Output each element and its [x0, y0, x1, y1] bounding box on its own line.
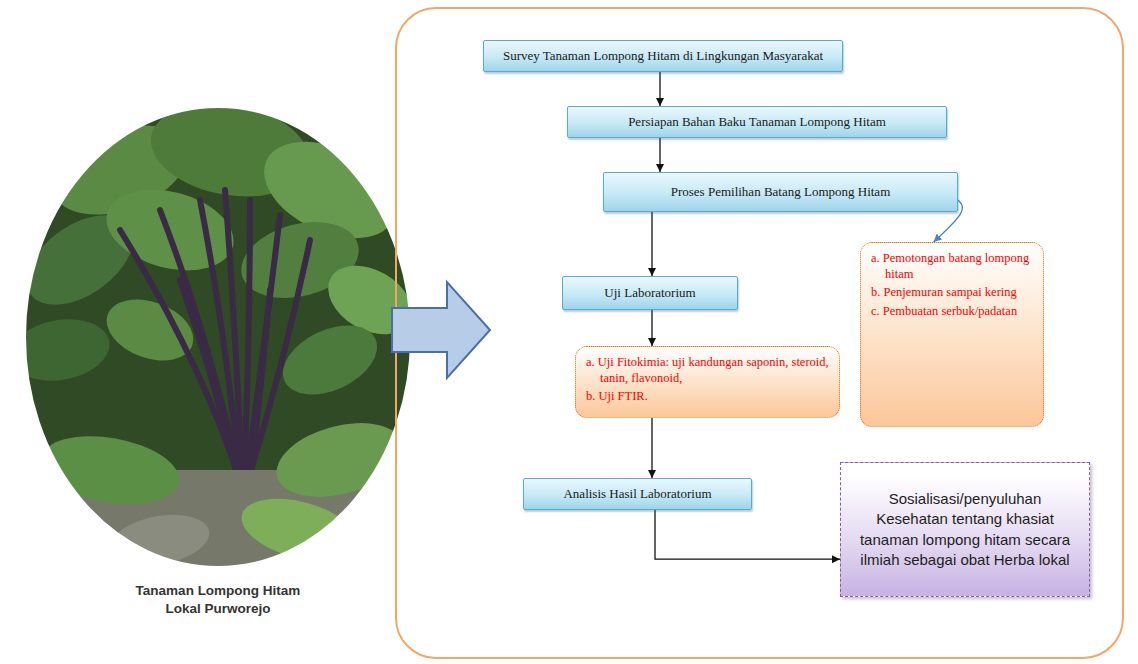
- text-group: Sosialisasi/penyuluhan Kesehatan tentang…: [855, 489, 1075, 570]
- node-text: Uji Laboratorium: [604, 285, 695, 301]
- process-box: Proses Pemilihan Batang Lompong Hitam: [603, 172, 958, 212]
- process-box: Analisis Hasil Laboratorium: [523, 478, 752, 510]
- node-text: b. Uji FTIR.: [584, 389, 829, 405]
- node-text: Sosialisasi/penyuluhan Kesehatan tentang…: [855, 489, 1075, 570]
- outcome-box: Sosialisasi/penyuluhan Kesehatan tentang…: [840, 462, 1090, 597]
- text-group: Uji Laboratorium: [604, 285, 695, 301]
- process-box: Survey Tanaman Lompong Hitam di Lingkung…: [483, 40, 843, 72]
- node-text: Proses Pemilihan Batang Lompong Hitam: [671, 184, 891, 200]
- detail-box: a. Uji Fitokimia: uji kandungan saponin,…: [575, 346, 840, 418]
- node-text: Persiapan Bahan Baku Tanaman Lompong Hit…: [628, 114, 886, 130]
- text-group: Proses Pemilihan Batang Lompong Hitam: [671, 184, 891, 200]
- flow-arrow: [659, 138, 660, 172]
- process-box: Persiapan Bahan Baku Tanaman Lompong Hit…: [567, 106, 947, 138]
- node-text: b. Penjemuran sampai kering: [869, 285, 1033, 301]
- block-arrow: [392, 282, 490, 378]
- flow-arrow: [655, 510, 840, 559]
- text-group: a. Uji Fitokimia: uji kandungan saponin,…: [584, 355, 829, 405]
- flow-arrow: [651, 212, 652, 276]
- node-text: a. Uji Fitokimia: uji kandungan saponin,…: [584, 355, 829, 386]
- flow-arrow: [659, 72, 660, 106]
- detail-box: a. Pemotongan batang lompong hitam b. Pen…: [860, 242, 1044, 427]
- photo-oval: [25, 107, 411, 567]
- text-group: a. Pemotongan batang lompong hitam b. Pen…: [869, 251, 1033, 320]
- node-text: Survey Tanaman Lompong Hitam di Lingkung…: [503, 48, 823, 64]
- frame-box: [396, 8, 1123, 658]
- image-caption: Tanaman Lompong Hitam Lokal Purworejo: [128, 582, 308, 618]
- flow-arrow: [651, 418, 652, 478]
- text-group: Persiapan Bahan Baku Tanaman Lompong Hit…: [628, 114, 886, 130]
- text-group: Survey Tanaman Lompong Hitam di Lingkung…: [503, 48, 823, 64]
- process-box: Uji Laboratorium: [562, 276, 738, 310]
- text-group: Analisis Hasil Laboratorium: [563, 486, 711, 502]
- node-text: Analisis Hasil Laboratorium: [563, 486, 711, 502]
- node-text: c. Pembuatan serbuk/padatan: [869, 304, 1033, 320]
- node-text: a. Pemotongan batang lompong hitam: [869, 251, 1033, 282]
- flow-arrow: [651, 310, 652, 346]
- plant-photo: [6, 92, 424, 580]
